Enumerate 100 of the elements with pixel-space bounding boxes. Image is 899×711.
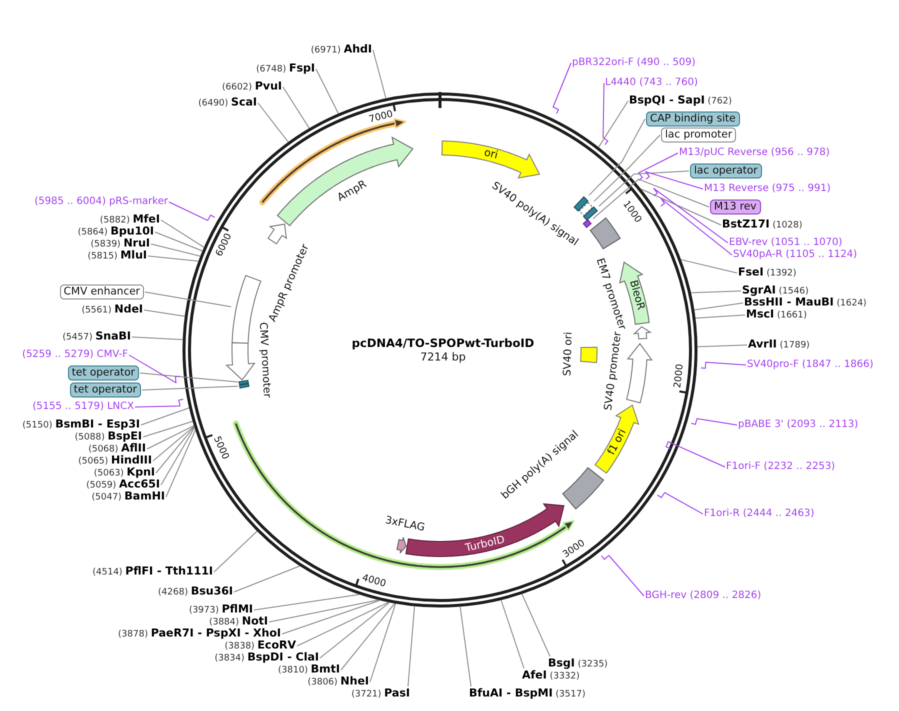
tick-label: 5000 (210, 434, 231, 462)
restriction-site-label: (3806) NheI (308, 676, 369, 688)
restriction-site-label: (3884) NotI (209, 616, 268, 628)
restriction-site-label: (6490) ScaI (198, 96, 257, 110)
restriction-site-label: (6971) AhdI (310, 44, 372, 56)
restriction-site-label: (3834) BspDI - ClaI (214, 652, 319, 664)
leader-line (700, 362, 746, 369)
restriction-site-label: (5561) NdeI (82, 304, 143, 316)
feature-label: 3xFLAG (384, 514, 426, 534)
leader-line (282, 600, 380, 634)
restriction-site-label: (5088) BspEI (74, 430, 142, 444)
leader-line (638, 152, 678, 181)
leader-line (680, 259, 738, 274)
restriction-site-label: (5882) MfeI (100, 214, 160, 226)
leader-line (154, 232, 203, 252)
primer-label: BGH-rev (2809 .. 2826) (645, 590, 762, 602)
leader-line (282, 86, 310, 129)
leader-line (140, 372, 238, 382)
feature-label: SV40 ori (561, 331, 575, 376)
leader-line (602, 82, 608, 146)
leader-line (134, 398, 184, 408)
leader-line (144, 310, 186, 317)
restriction-site-label: (5063) KpnI (94, 466, 155, 480)
leader-line (316, 68, 339, 114)
leader-line (370, 603, 396, 682)
restriction-site-label: (5457) SnaBI (62, 330, 131, 344)
restriction-site-label: (3878) PaeR7I - PspXI - XhoI (118, 628, 281, 640)
leader-line (254, 594, 360, 610)
primer-label: M13/pUC Reverse (956 .. 978) (679, 147, 830, 159)
leader-line (372, 50, 386, 99)
primer-label: pBABE 3' (2093 .. 2113) (738, 419, 858, 431)
primer-label: F1ori-R (2444 .. 2463) (704, 508, 814, 520)
tick-label: 6000 (214, 232, 234, 259)
feature-tag: M13 rev (710, 200, 761, 214)
leader-line (144, 292, 232, 308)
restriction-site-label: AfeI (3332) (522, 670, 580, 682)
leader-line (694, 302, 744, 310)
tick-label: 4000 (360, 572, 387, 590)
restriction-site-label: BstZ17I (1028) (722, 218, 802, 232)
feature-tag: CMV enhancer (60, 284, 144, 300)
leader-line (268, 600, 379, 622)
feature-tag: tet operator (68, 366, 139, 380)
leader-line (697, 344, 748, 348)
restriction-site-label: (3810) BmtI (278, 664, 340, 676)
leader-line (160, 427, 195, 486)
leader-line (460, 606, 472, 687)
leader-line (640, 188, 722, 226)
leader-line (140, 407, 190, 426)
leader-line (340, 603, 396, 670)
leader-line (522, 594, 550, 657)
restriction-site-label: BfuAI - BspMI (3517) (469, 688, 586, 700)
leader-line (150, 244, 201, 257)
restriction-site-label: MscI (1661) (746, 308, 807, 322)
restriction-site-label: (5065) HindIII (78, 454, 152, 468)
tick-label: 7000 (368, 109, 394, 126)
leader-line (258, 102, 289, 142)
primer-label: SV40pA-R (1105 .. 1124) (733, 249, 858, 261)
restriction-site-label: AvrII (1789) (748, 338, 810, 352)
leader-line (296, 602, 389, 646)
feature-label: CMV promoter (257, 322, 274, 398)
leader-line (148, 256, 199, 262)
leader-line (168, 202, 216, 221)
primer-label: EBV-rev (1051 .. 1070) (729, 237, 842, 249)
leader-line (160, 220, 204, 248)
leader-line (598, 100, 628, 148)
leader-line (234, 566, 300, 592)
leader-line (152, 426, 195, 462)
feature-label: TurboID (464, 534, 506, 554)
restriction-site-label: BspQI - SapI (762) (629, 94, 732, 108)
feature-tag: lac promoter (661, 128, 736, 142)
plasmid-name: pcDNA4/TO-SPOPwt-TurboID (352, 336, 534, 350)
primer-label: L4440 (743 .. 760) (605, 77, 698, 89)
leader-line (690, 290, 742, 294)
restriction-site-label: (5815) MluI (88, 250, 147, 262)
primer-label: SV40pro-F (1847 .. 1866) (747, 359, 874, 371)
restriction-site-label: (5150) BsmBI - Esp3I (22, 418, 140, 432)
leader-line (132, 336, 184, 340)
feature-tag: tet operator (70, 382, 141, 398)
leader-line (156, 426, 195, 474)
leader-line (695, 314, 746, 319)
primer-label: M13 Reverse (975 .. 991) (704, 183, 831, 195)
leader-line (657, 492, 704, 514)
feature-label: BleoR (626, 279, 646, 312)
leader-line (653, 188, 728, 244)
restriction-site-label: (3721) PasI (351, 688, 410, 700)
restriction-site-label: (4268) Bsu36I (158, 586, 233, 598)
leader-line (645, 171, 704, 190)
restriction-site-label: (5839) NruI (90, 238, 150, 250)
restriction-site-label: (5068) AflII (88, 442, 146, 456)
primer-label: (5985 .. 6004) pRS-marker (34, 196, 168, 208)
feature-tag: CAP binding site (646, 112, 740, 126)
leader-line (552, 62, 572, 114)
leader-line (146, 425, 194, 450)
feature-label: f1 ori (606, 427, 630, 458)
restriction-site-label: (3973) PflMI (188, 604, 253, 616)
leader-line (588, 118, 646, 196)
leader-line (594, 134, 660, 202)
leader-line (690, 418, 738, 426)
leader-line (600, 555, 644, 596)
restriction-site-label: (5047) BamHI (92, 490, 165, 504)
